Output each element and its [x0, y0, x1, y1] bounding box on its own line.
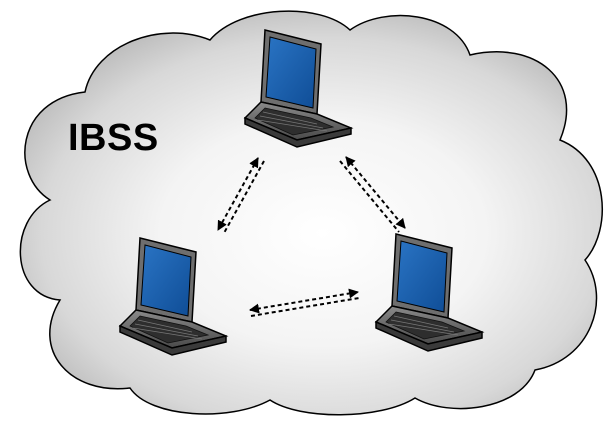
link-left-right [249, 288, 360, 317]
link-top-right [339, 156, 406, 233]
network-type-label: IBSS [68, 117, 159, 159]
